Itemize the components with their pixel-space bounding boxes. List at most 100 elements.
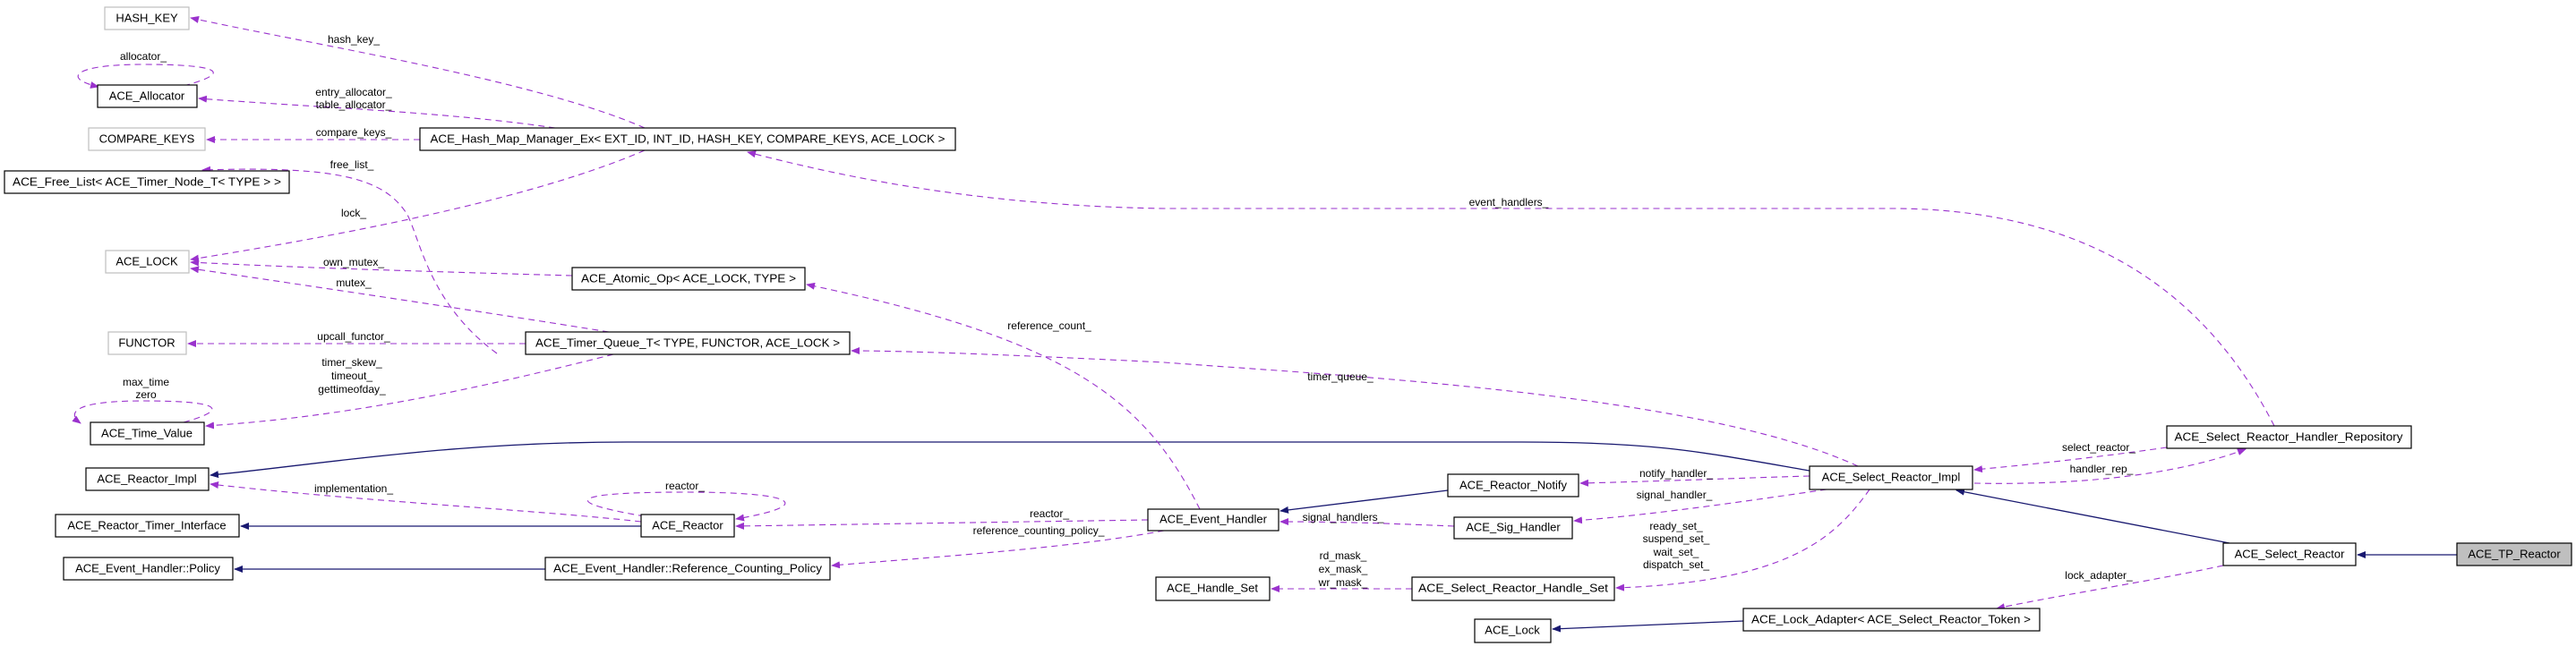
edge-label: zero — [135, 388, 157, 401]
node-ace-reference-counting-policy[interactable]: ACE_Event_Handler::Reference_Counting_Po… — [544, 557, 831, 581]
node-label: ACE_Sig_Handler — [1466, 520, 1561, 533]
edge-event-handlers — [747, 150, 2275, 427]
node-ace-tp-reactor[interactable]: ACE_TP_Reactor — [2456, 542, 2572, 566]
edge-label: gettimeofday_ — [318, 383, 386, 396]
node-label: ACE_Reactor_Impl — [97, 472, 196, 485]
edge-label: mutex_ — [336, 276, 372, 289]
node-ace-reactor-timer-interface[interactable]: ACE_Reactor_Timer_Interface — [55, 514, 240, 538]
node-label: HASH_KEY — [116, 11, 178, 24]
node-label: ACE_Hash_Map_Manager_Ex< EXT_ID, INT_ID,… — [431, 132, 946, 145]
edge-lock — [190, 149, 646, 262]
node-label: ACE_Lock — [1485, 623, 1540, 636]
edge-label: implementation_ — [314, 482, 393, 495]
edge-labels: hash_key_ allocator_ entry_allocator_ ta… — [120, 33, 2135, 589]
edge-label: allocator_ — [120, 50, 167, 63]
edge-label: timer_queue_ — [1307, 370, 1374, 383]
edge-label: timeout_ — [331, 370, 372, 382]
edge-allocator-self — [77, 64, 214, 89]
node-ace-event-handler[interactable]: ACE_Event_Handler — [1147, 508, 1279, 532]
edge-label: reference_counting_policy_ — [973, 524, 1105, 537]
node-ace-time-value[interactable]: ACE_Time_Value — [90, 421, 205, 446]
node-label: ACE_Reactor_Timer_Interface — [67, 518, 226, 532]
node-label: COMPARE_KEYS — [99, 132, 195, 145]
edge-time-values — [205, 353, 614, 430]
node-label: ACE_LOCK — [116, 254, 178, 268]
node-ace-free-list[interactable]: ACE_Free_List< ACE_Timer_Node_T< TYPE > … — [4, 170, 290, 194]
node-ace-lock-adapter[interactable]: ACE_Lock_Adapter< ACE_Select_Reactor_Tok… — [1742, 608, 2041, 632]
edge-label: event_handlers_ — [1469, 196, 1549, 208]
edge-handler-rep — [1973, 448, 2247, 484]
edge-label: table_allocator_ — [316, 98, 392, 111]
node-ace-sig-handler[interactable]: ACE_Sig_Handler — [1453, 516, 1573, 540]
node-ace-allocator[interactable]: ACE_Allocator — [97, 84, 198, 108]
node-ace-atomic-op[interactable]: ACE_Atomic_Op< ACE_LOCK, TYPE > — [571, 267, 806, 291]
edge-select-reactor-impl-inherit — [1956, 488, 2230, 544]
node-functor[interactable]: FUNCTOR — [107, 331, 187, 355]
node-ace-select-reactor[interactable]: ACE_Select_Reactor — [2222, 542, 2357, 566]
node-label: ACE_Reactor — [652, 518, 723, 532]
edge-reactor-impl-inherit — [210, 441, 1810, 479]
node-hash-key[interactable]: HASH_KEY — [104, 6, 190, 30]
edge-label: notify_handler_ — [1639, 467, 1713, 480]
edge-signal-handlers — [1279, 518, 1455, 527]
node-label: ACE_Select_Reactor_Impl — [1822, 470, 1961, 483]
node-ace-reactor-notify[interactable]: ACE_Reactor_Notify — [1447, 473, 1579, 498]
node-ace-select-reactor-impl[interactable]: ACE_Select_Reactor_Impl — [1809, 465, 1973, 490]
node-ace-reactor-impl[interactable]: ACE_Reactor_Impl — [85, 467, 210, 491]
edge-notify-inherit — [1279, 489, 1449, 514]
node-compare-keys[interactable]: COMPARE_KEYS — [88, 127, 206, 151]
node-ace-select-reactor-handle-set[interactable]: ACE_Select_Reactor_Handle_Set — [1411, 576, 1615, 601]
edge-free-list — [201, 166, 498, 354]
node-ace-select-reactor-handler-repository[interactable]: ACE_Select_Reactor_Handler_Repository — [2166, 425, 2412, 449]
node-label: ACE_TP_Reactor — [2468, 547, 2561, 560]
edge-label: reference_count_ — [1007, 319, 1091, 332]
node-ace-event-handler-policy[interactable]: ACE_Event_Handler::Policy — [63, 557, 234, 581]
edge-handle-sets — [1615, 489, 1870, 591]
edge-label: suspend_set_ — [1643, 532, 1710, 545]
edge-label: upcall_functor_ — [317, 330, 390, 343]
node-label: ACE_Reactor_Notify — [1459, 478, 1567, 491]
node-label: ACE_Event_Handler — [1160, 512, 1268, 525]
node-label: ACE_Timer_Queue_T< TYPE, FUNCTOR, ACE_LO… — [535, 336, 840, 349]
edge-label: wr_mask_ — [1318, 576, 1368, 589]
edge-label: compare_keys_ — [316, 126, 392, 139]
node-ace-handle-set[interactable]: ACE_Handle_Set — [1155, 576, 1271, 601]
edge-label: dispatch_set_ — [1643, 558, 1709, 571]
node-ace-lock-param[interactable]: ACE_LOCK — [105, 250, 190, 274]
edge-label: handler_rep_ — [2070, 463, 2134, 475]
edge-label: reactor_ — [665, 480, 705, 492]
node-label: ACE_Allocator — [109, 89, 185, 102]
node-label: ACE_Select_Reactor — [2235, 547, 2346, 560]
edge-allocators — [198, 95, 556, 129]
edge-reactor — [735, 519, 1149, 530]
node-label: ACE_Handle_Set — [1167, 581, 1258, 594]
node-ace-hash-map-manager-ex[interactable]: ACE_Hash_Map_Manager_Ex< EXT_ID, INT_ID,… — [419, 127, 956, 151]
edge-reference-count — [806, 282, 1201, 510]
edge-notify-handler — [1579, 475, 1810, 487]
edge-label: free_list_ — [330, 158, 374, 171]
node-label: FUNCTOR — [118, 336, 175, 349]
edge-label: signal_handler_ — [1637, 489, 1713, 501]
edge-reactor-self — [586, 491, 786, 522]
edge-label: timer_skew_ — [321, 356, 382, 369]
node-ace-reactor[interactable]: ACE_Reactor — [640, 514, 735, 538]
edge-label: hash_key_ — [328, 33, 380, 46]
edge-lock-inherit — [1552, 620, 1744, 633]
edges — [72, 16, 2457, 633]
node-label: ACE_Select_Reactor_Handler_Repository — [2175, 430, 2404, 443]
edge-hash-key — [190, 16, 646, 129]
edge-timer-queue — [851, 347, 1859, 467]
edge-label: reactor_ — [1030, 507, 1069, 520]
node-label: ACE_Free_List< ACE_Timer_Node_T< TYPE > … — [13, 174, 281, 188]
nodes: HASH_KEY ACE_Allocator COMPARE_KEYS ACE_… — [4, 6, 2572, 643]
edge-label: entry_allocator_ — [315, 86, 392, 98]
edge-label: rd_mask_ — [1320, 549, 1367, 562]
node-label: ACE_Event_Handler::Reference_Counting_Po… — [553, 561, 823, 574]
edge-lock-adapter — [1996, 565, 2224, 611]
node-ace-lock[interactable]: ACE_Lock — [1474, 618, 1552, 643]
edge-label: select_reactor_ — [2062, 441, 2135, 454]
node-ace-timer-queue-t[interactable]: ACE_Timer_Queue_T< TYPE, FUNCTOR, ACE_LO… — [525, 331, 851, 355]
edge-label: own_mutex_ — [323, 256, 384, 268]
edge-select-reactor — [1973, 447, 2168, 473]
